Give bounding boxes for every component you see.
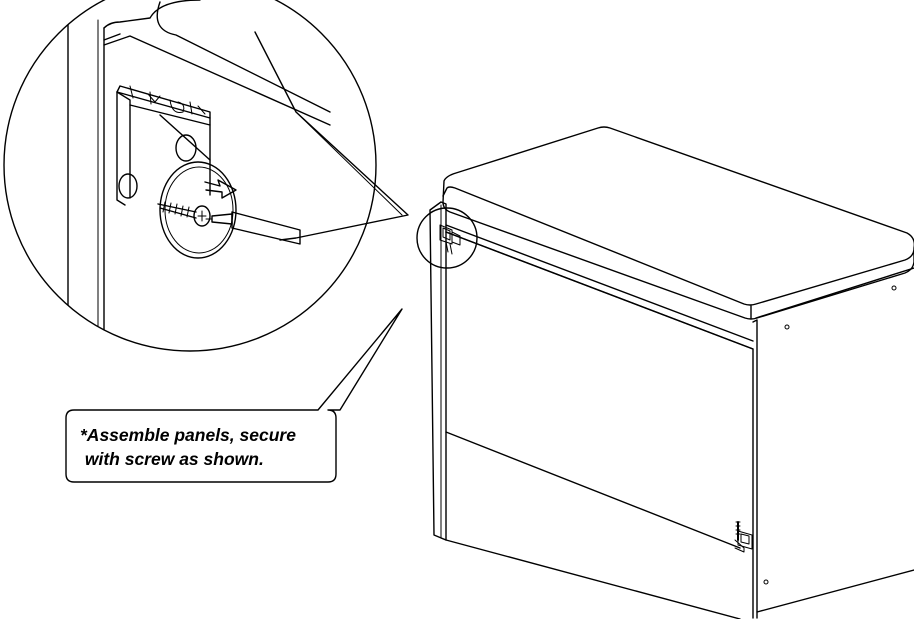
bracket-icon	[439, 224, 461, 255]
magnifier-detail-circle	[3, 0, 409, 352]
lower-bracket-icon	[734, 521, 753, 553]
cabinet	[429, 126, 914, 619]
callout-text-line-1: *Assemble panels, secure	[80, 425, 296, 445]
screw-icon	[157, 201, 211, 227]
cabinet-top-panel	[442, 126, 914, 320]
detail-projection-wedge	[254, 31, 409, 241]
screwdriver-icon	[205, 211, 301, 245]
detail-marker-circle	[416, 207, 478, 269]
cabinet-front-panel	[440, 231, 754, 619]
callout-text-line-2: with screw as shown.	[80, 449, 264, 469]
callout-bubble: *Assemble panels, secure with screw as s…	[65, 308, 403, 483]
detail-bracket	[116, 85, 211, 206]
rotation-arrow-icon	[159, 161, 237, 259]
cabinet-side-panel	[752, 267, 914, 619]
